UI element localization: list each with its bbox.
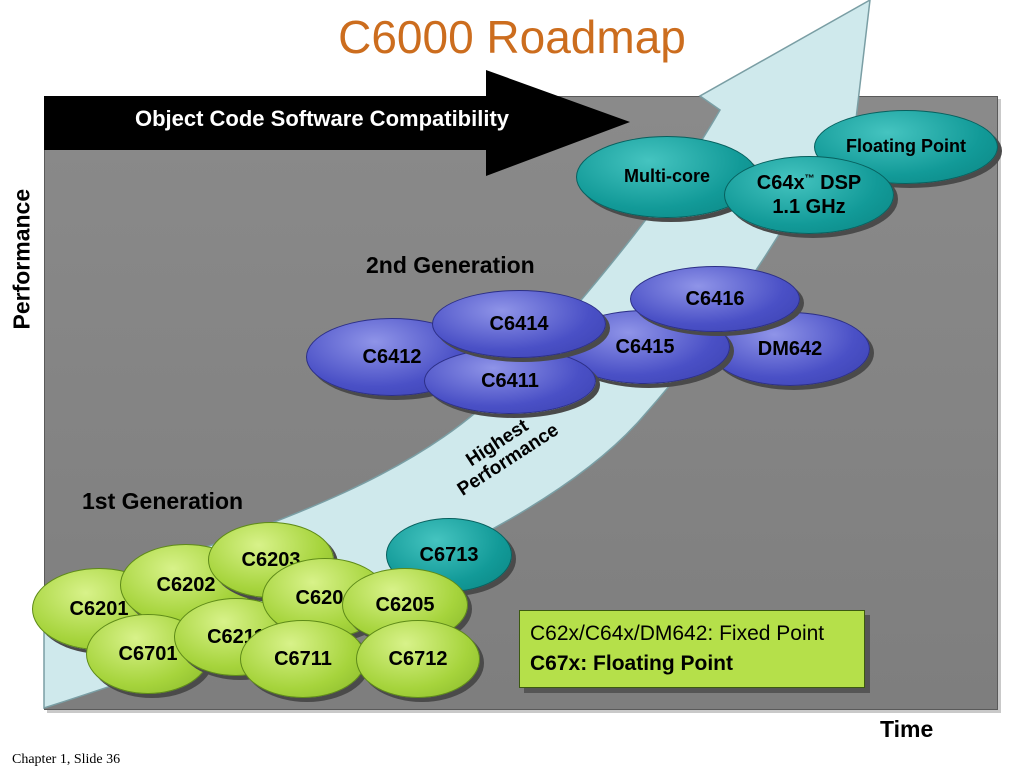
page-title: C6000 Roadmap (338, 11, 686, 63)
chip-c6416: C6416 (630, 266, 800, 332)
second-generation-label: 2nd Generation (366, 252, 535, 278)
x-axis-label: Time (880, 716, 934, 742)
c64x-suffix: DSP (814, 172, 862, 194)
chip-c64x-dsp: C64x™ DSP 1.1 GHz (724, 156, 894, 234)
c64x-prefix: C64x (756, 172, 805, 194)
compatibility-banner-arrow (44, 70, 630, 176)
first-generation-label: 1st Generation (82, 488, 244, 514)
chip-c6712: C6712 (356, 620, 480, 698)
c64x-trademark: ™ (804, 173, 815, 185)
chip-c6711: C6711 (240, 620, 366, 698)
chip-c6414: C6414 (432, 290, 606, 358)
compatibility-banner-label: Object Code Software Compatibility (134, 106, 510, 131)
c64x-speed: 1.1 GHz (772, 196, 846, 218)
legend-floating-point: C67x: Floating Point (530, 652, 734, 676)
legend-fixed-point: C62x/C64x/DM642: Fixed Point (530, 622, 825, 645)
legend-box: C62x/C64x/DM642: Fixed Point C67x: Float… (519, 610, 865, 688)
chip-c6411: C6411 (424, 348, 596, 414)
chip-c6713: C6713 (386, 518, 512, 592)
slide-footer: Chapter 1, Slide 36 (12, 752, 121, 767)
y-axis-label: Performance (8, 188, 35, 330)
